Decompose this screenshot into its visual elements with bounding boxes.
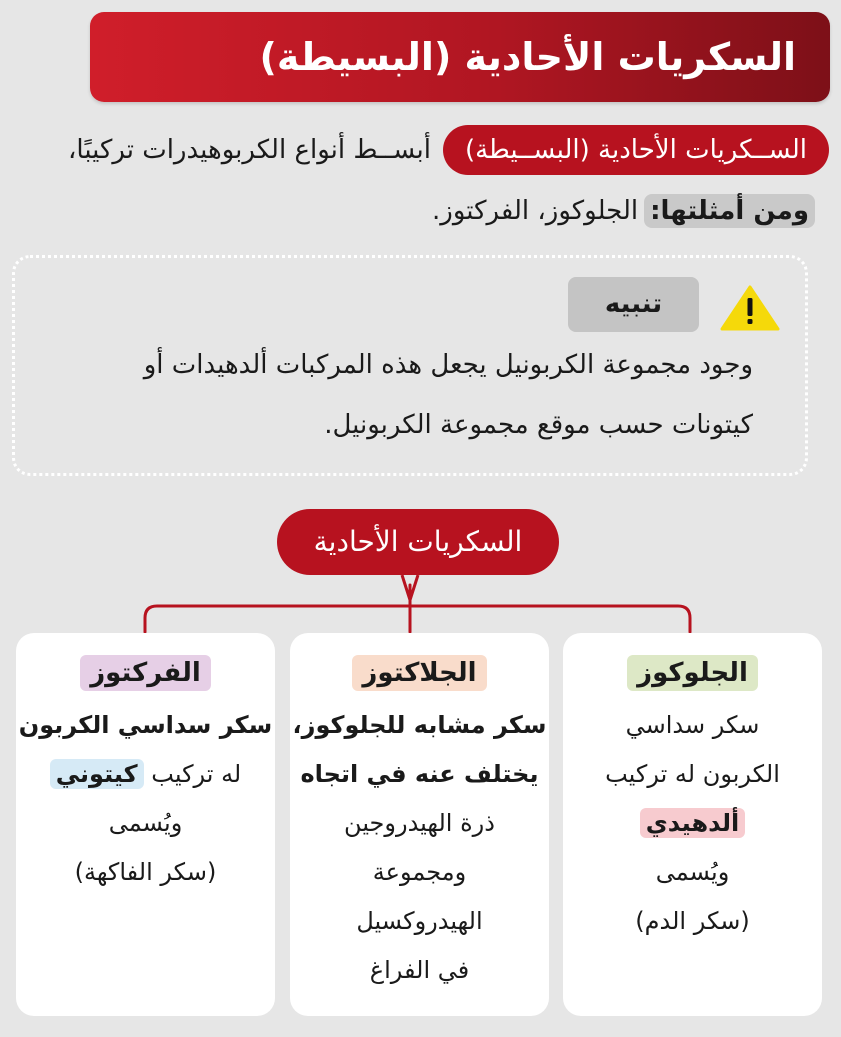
root-node: السكريات الأحادية — [277, 509, 559, 575]
note-box — [12, 255, 808, 476]
note-line-1: وجود مجموعة الكربونيل يجعل هذه المركبات … — [143, 350, 753, 380]
fructose-line-4: (سكر الفاكهة) — [74, 858, 217, 886]
galactose-line-5: الهيدروكسيل — [356, 907, 483, 935]
galactose-line-6: في الفراغ — [369, 956, 470, 984]
fructose-line-1: سكر سداسي الكربون — [18, 711, 273, 739]
fructose-line-2-text: له تركيب — [151, 760, 242, 788]
glucose-line-5: (سكر الدم) — [635, 907, 750, 935]
definition-text: أبســط أنواع الكربوهيدرات تركيبًا، — [68, 135, 431, 165]
note-tag: تنبيه — [568, 277, 699, 332]
fructose-title: الفركتوز — [80, 655, 211, 691]
galactose-title: الجلاكتوز — [352, 655, 487, 691]
term-pill: الســكريات الأحادية (البســيطة) — [442, 125, 829, 175]
intro-row: الســكريات الأحادية (البســيطة) أبســط أ… — [68, 124, 829, 176]
fructose-line-2: له تركيب كيتوني — [16, 750, 275, 799]
glucose-line-4: ويُسمى — [655, 858, 730, 886]
glucose-card: الجلوكوز سكر سداسي الكربون له تركيب ألده… — [563, 633, 822, 1016]
title-banner: السكريات الأحادية (البسيطة) — [90, 12, 830, 102]
galactose-line-4: ومجموعة — [372, 858, 467, 886]
galactose-line-1: سكر مشابه للجلوكوز، — [292, 711, 547, 739]
examples-label: ومن أمثلتها: — [644, 194, 815, 228]
galactose-line-3: ذرة الهيدروجين — [344, 809, 495, 837]
glucose-title: الجلوكوز — [627, 655, 758, 691]
page-title: السكريات الأحادية (البسيطة) — [259, 35, 796, 79]
glucose-line-2: الكربون له تركيب — [605, 760, 780, 788]
examples-text: الجلوكوز، الفركتوز. — [432, 196, 639, 226]
glucose-line-3: ألدهيدي — [563, 799, 822, 848]
note-line-2: كيتونات حسب موقع مجموعة الكربونيل. — [324, 410, 753, 440]
fructose-ketone-highlight: كيتوني — [49, 759, 144, 789]
examples-row: ومن أمثلتها: الجلوكوز، الفركتوز. — [432, 188, 815, 234]
galactose-card: الجلاكتوز سكر مشابه للجلوكوز، يختلف عنه … — [290, 633, 549, 1016]
galactose-line-2: يختلف عنه في اتجاه — [300, 760, 539, 788]
glucose-line-1: سكر سداسي — [625, 711, 760, 739]
glucose-aldehyde-highlight: ألدهيدي — [639, 808, 746, 838]
warning-icon — [720, 285, 780, 331]
fructose-line-3: ويُسمى — [108, 809, 183, 837]
fructose-card: الفركتوز سكر سداسي الكربون له تركيب كيتو… — [16, 633, 275, 1016]
